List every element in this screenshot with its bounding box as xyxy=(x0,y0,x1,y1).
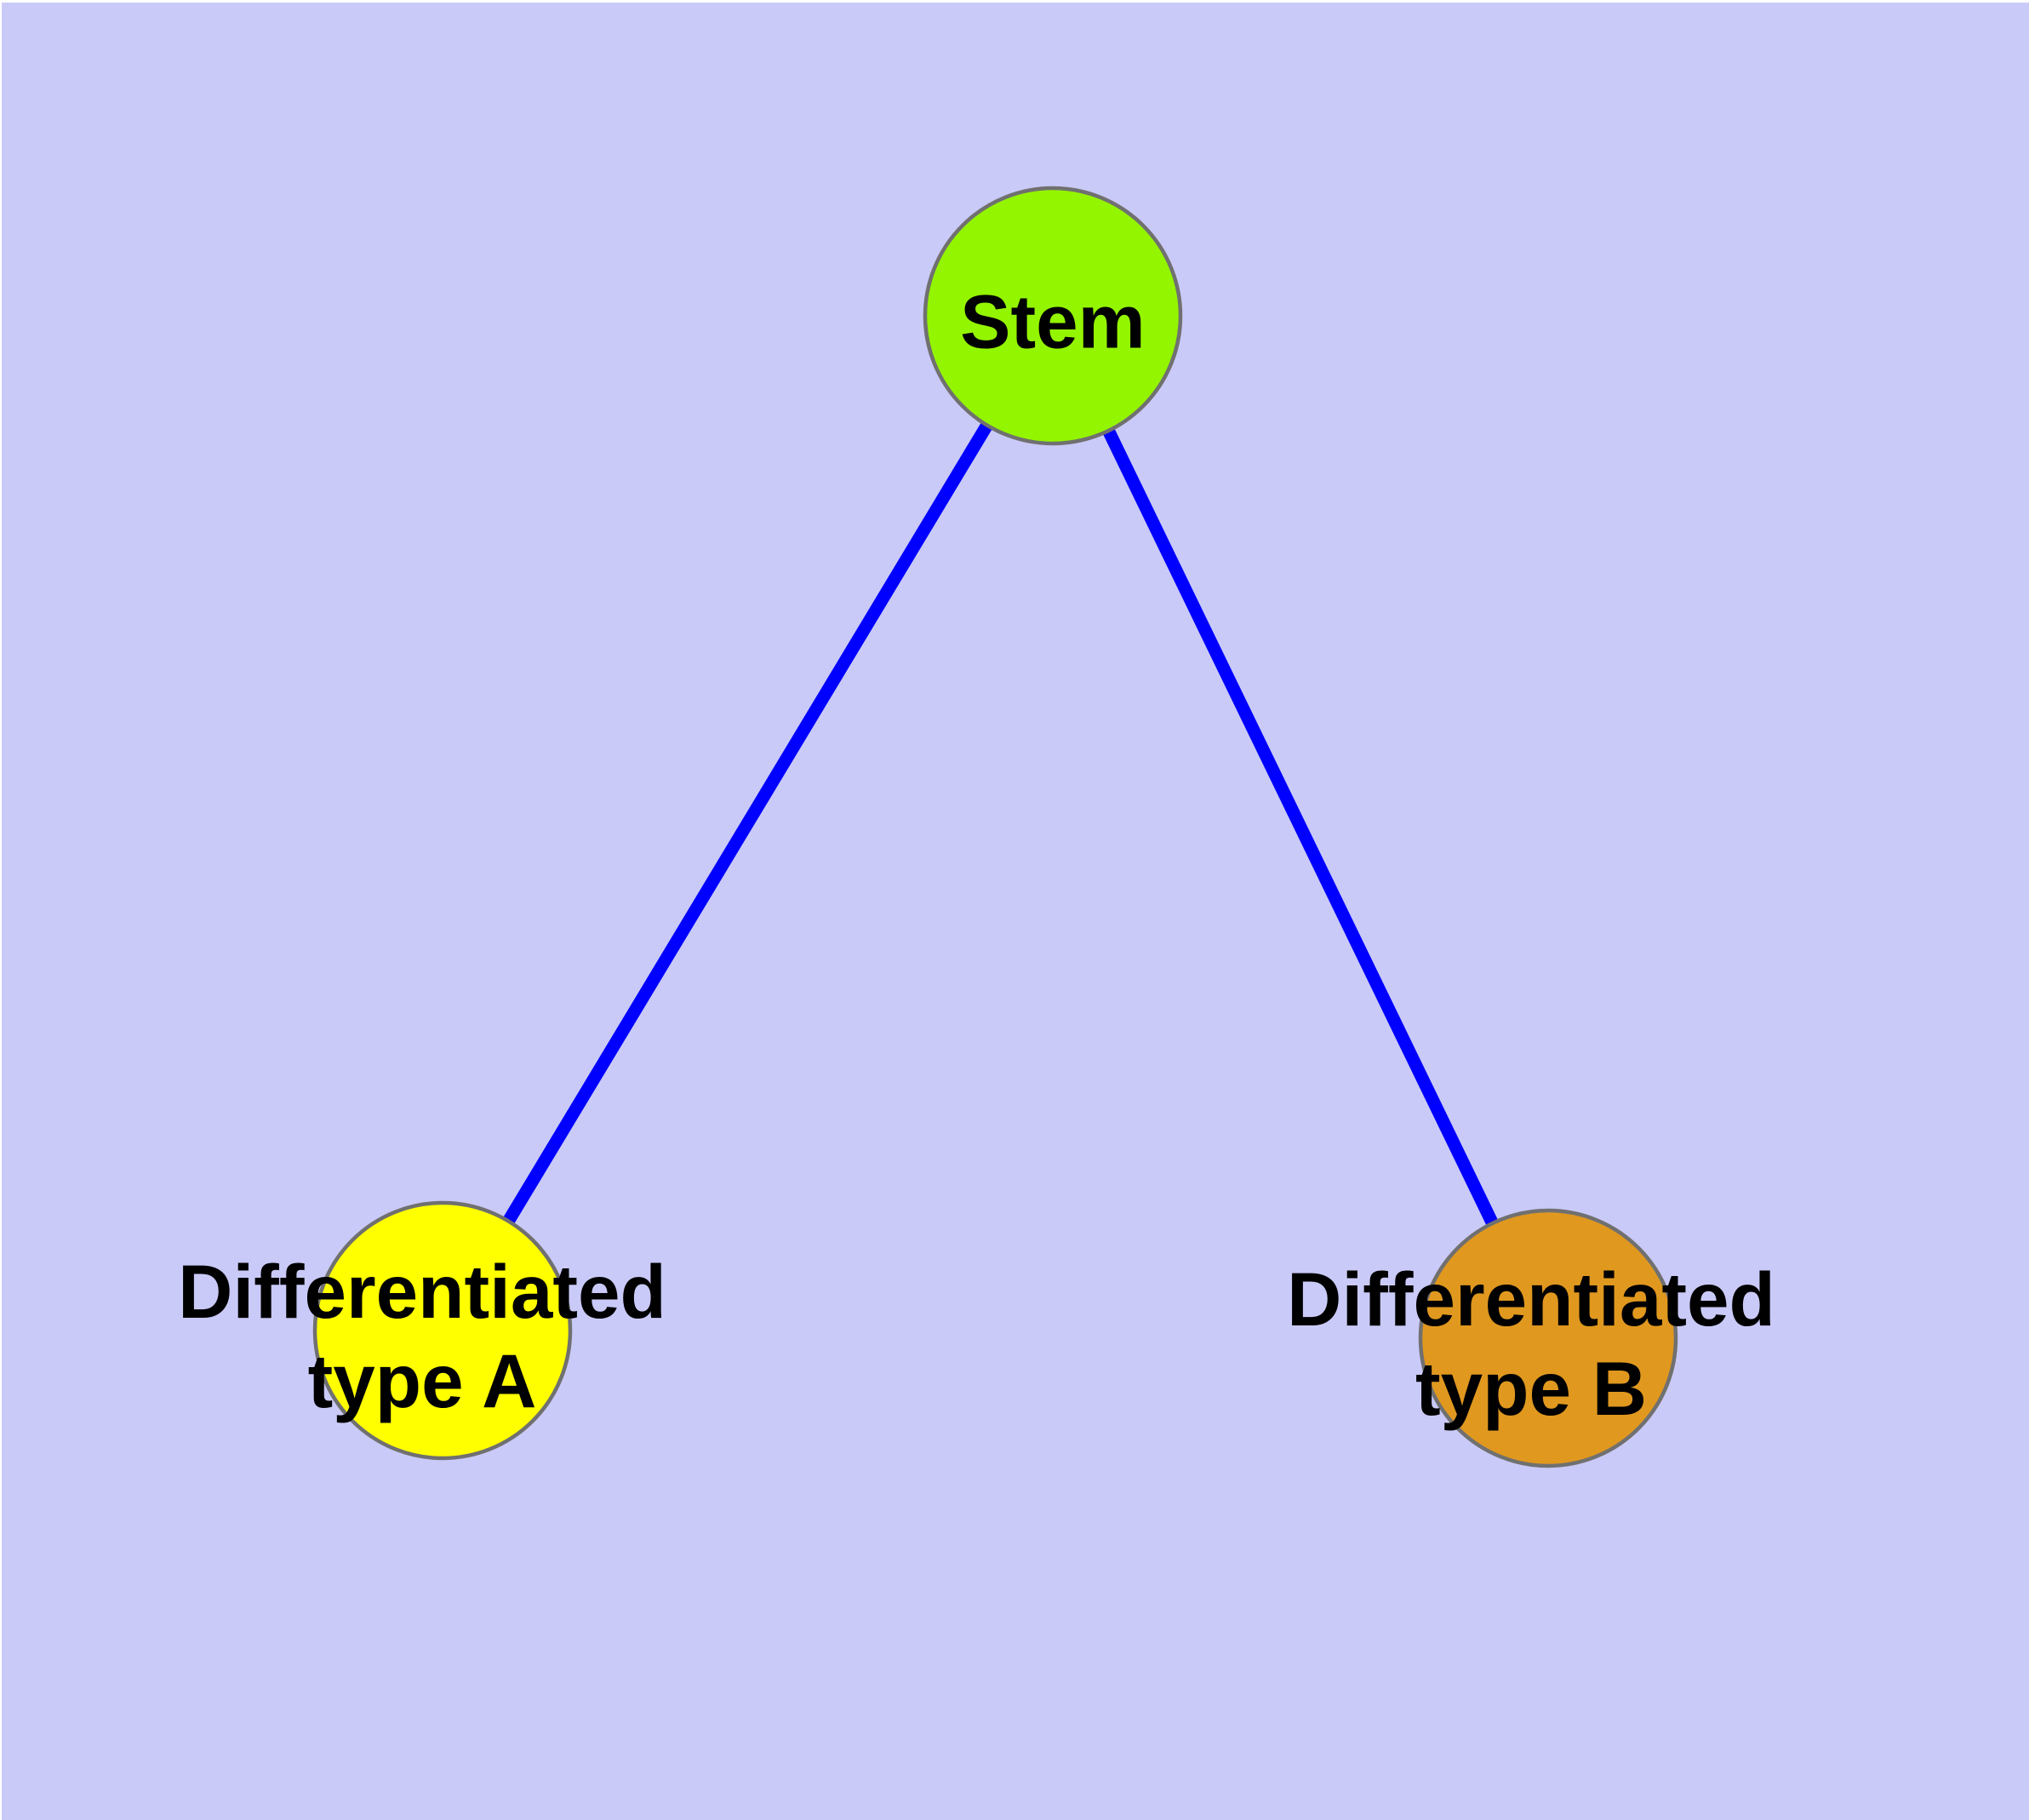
screenshot-white-margin-left xyxy=(0,0,2,1820)
node-differentiated-type-b xyxy=(1418,1208,1678,1468)
screenshot-white-margin-top xyxy=(0,0,2029,3)
node-label-stem: Stem xyxy=(960,278,1146,364)
node-differentiated-type-a xyxy=(312,1200,573,1461)
node-stem xyxy=(923,186,1183,446)
edge-stem-to-differentiated-type-b xyxy=(1047,312,1554,1342)
node-label-differentiated-type-b: Differentiated type B xyxy=(1287,1256,1775,1431)
edge-stem-to-differentiated-type-a xyxy=(437,312,1059,1334)
node-label-differentiated-type-a: Differentiated type A xyxy=(178,1249,666,1423)
